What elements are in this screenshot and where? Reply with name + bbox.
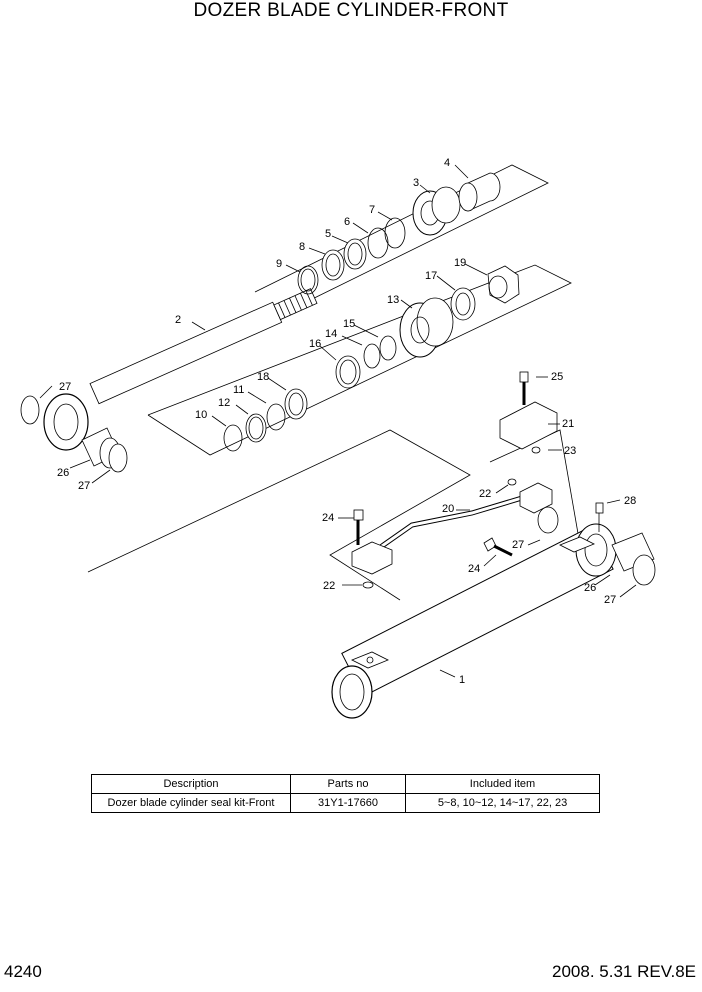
callout: 27 [512, 539, 524, 551]
callout: 2 [175, 314, 181, 326]
seal-kit-table: Description Parts no Included item Dozer… [91, 774, 600, 813]
seal-group-upper-boundary [254, 164, 549, 309]
callout: 7 [369, 204, 375, 216]
o-ring-22-upper [507, 478, 517, 486]
callout: 1 [459, 674, 465, 686]
table-header-row: Description Parts no Included item [91, 774, 600, 794]
callout: 24 [468, 563, 480, 575]
o-ring-22-lower [362, 581, 374, 589]
page-title: DOZER BLADE CYLINDER-FRONT [193, 0, 509, 21]
dust-seal-right [632, 554, 656, 586]
seal-8 [321, 249, 345, 281]
callout: 22 [323, 580, 335, 592]
callout: 16 [309, 338, 321, 350]
tube-eye [575, 523, 617, 577]
bolt-24-upper [353, 509, 364, 545]
callout: 27 [604, 594, 616, 606]
callout: 24 [322, 512, 334, 524]
piston-rod [89, 288, 318, 405]
table-cell: 31Y1-17660 [290, 793, 406, 813]
callout: 27 [59, 381, 71, 393]
table-cell: Dozer blade cylinder seal kit-Front [91, 793, 291, 813]
column-header: Parts no [290, 774, 406, 794]
table-row: Dozer blade cylinder seal kit-Front 31Y1… [91, 793, 600, 813]
callout: 23 [564, 445, 576, 457]
callout: 14 [325, 328, 337, 340]
seal-14 [363, 343, 381, 369]
pipe-block-right [519, 482, 553, 514]
dust-seal-right-b [537, 506, 559, 534]
ring-17 [450, 287, 476, 321]
callout: 6 [344, 216, 350, 228]
callout: 12 [218, 397, 230, 409]
callout: 5 [325, 228, 331, 240]
exploded-parts-diagram: 1 2 3 4 5 6 7 8 9 10 11 12 13 14 15 16 1… [20, 157, 656, 719]
callout: 26 [584, 582, 596, 594]
block-boundary [489, 429, 581, 546]
grease-nipple-28 [595, 502, 604, 532]
rod-eye [43, 393, 89, 451]
callout: 15 [343, 318, 355, 330]
bolt-24-lower [483, 537, 513, 557]
column-header: Description [91, 774, 291, 794]
callout: 27 [78, 480, 90, 492]
callout: 17 [425, 270, 437, 282]
seal-15 [379, 335, 397, 361]
tube-port-block [351, 651, 389, 669]
callout: 20 [442, 503, 454, 515]
table-cell: 5~8, 10~12, 14~17, 22, 23 [405, 793, 600, 813]
callout: 13 [387, 294, 399, 306]
dust-seal-left-b [108, 443, 128, 473]
callout: 21 [562, 418, 574, 430]
callout: 18 [257, 371, 269, 383]
seal-10 [223, 424, 243, 452]
assembly-boundary [87, 429, 471, 601]
page-number: 4240 [4, 962, 42, 981]
callout: 9 [276, 258, 282, 270]
callout: 11 [233, 384, 244, 396]
o-ring-23 [531, 446, 541, 454]
callout: 22 [479, 488, 491, 500]
pipe-block-left [351, 541, 393, 575]
seal-11 [266, 403, 286, 431]
column-header: Included item [405, 774, 600, 794]
callout: 28 [624, 495, 636, 507]
callout: 4 [444, 157, 450, 169]
seal-6 [367, 227, 389, 259]
revision-info: 2008. 5.31 REV.8E [552, 962, 696, 981]
callout: 8 [299, 241, 305, 253]
tube-bore [331, 665, 373, 719]
nut-19 [487, 265, 520, 304]
callout: 19 [454, 257, 466, 269]
check-block-21 [499, 401, 558, 450]
bolt-25 [519, 371, 529, 405]
seal-18 [284, 388, 308, 420]
callout: 25 [551, 371, 563, 383]
dust-seal-left-a [20, 395, 40, 425]
callout: 3 [413, 177, 419, 189]
seal-5 [343, 238, 367, 270]
callout: 26 [57, 467, 69, 479]
callout: 10 [195, 409, 207, 421]
seal-9 [297, 265, 319, 295]
